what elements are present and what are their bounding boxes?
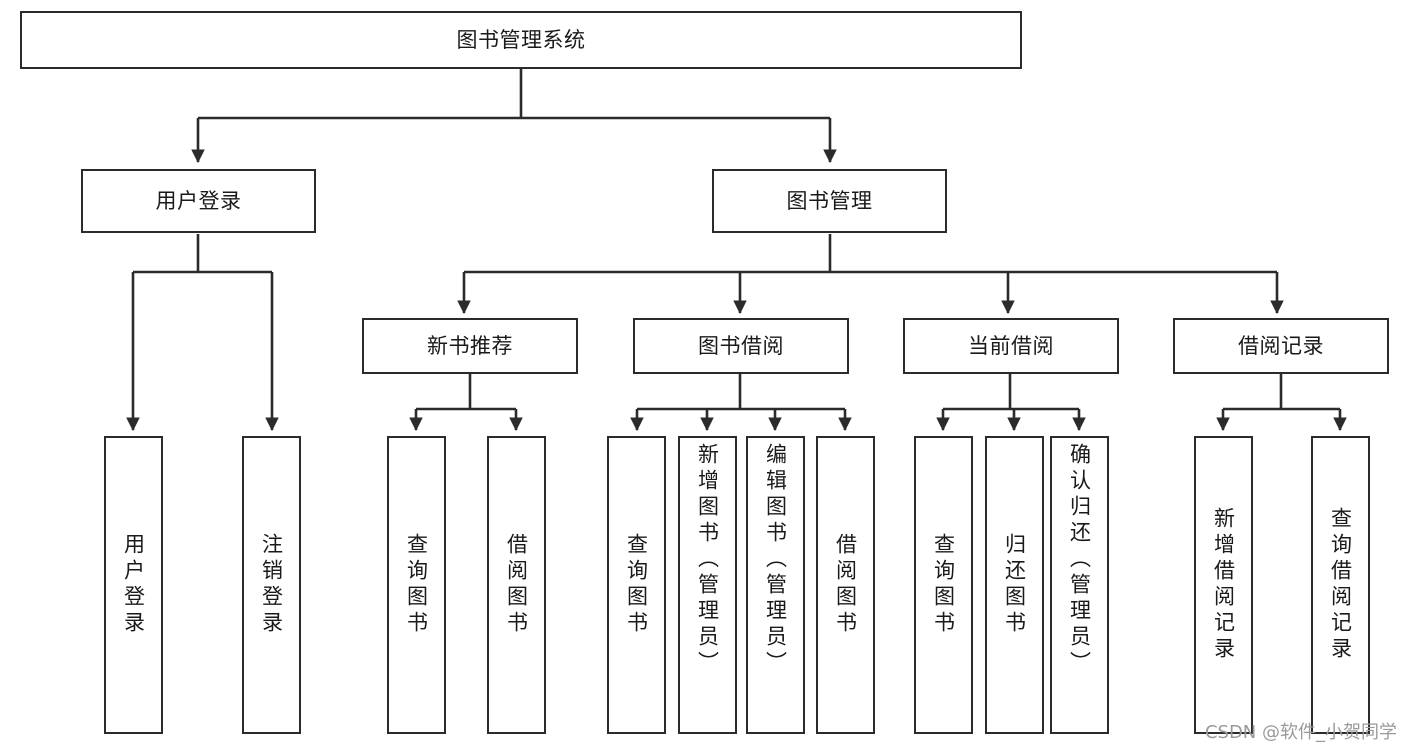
node-leaf-query-record-label: 查询借阅记录 [1328,507,1353,663]
node-leaf-return-book[interactable]: 归还图书 [985,436,1044,734]
node-root[interactable]: 图书管理系统 [20,11,1022,69]
node-book-manage[interactable]: 图书管理 [712,169,947,233]
node-leaf-query-record[interactable]: 查询借阅记录 [1311,436,1370,734]
node-new-book-rec-label: 新书推荐 [427,333,513,358]
node-leaf-query-book-3-label: 查询图书 [931,533,956,637]
node-borrow-record[interactable]: 借阅记录 [1173,318,1389,374]
node-leaf-query-book-2-label: 查询图书 [624,533,649,637]
node-user-login[interactable]: 用户登录 [81,169,316,233]
node-borrow-record-label: 借阅记录 [1238,333,1324,358]
node-leaf-add-record[interactable]: 新增借阅记录 [1194,436,1253,734]
node-leaf-query-book-2[interactable]: 查询图书 [607,436,666,734]
node-user-login-label: 用户登录 [155,188,242,213]
node-leaf-borrow-book-2-label: 借阅图书 [833,533,858,637]
node-leaf-logout-login[interactable]: 注销登录 [242,436,301,734]
node-book-manage-label: 图书管理 [786,188,873,213]
node-leaf-query-book-1[interactable]: 查询图书 [387,436,446,734]
node-leaf-add-book[interactable]: 新增图书（管理员） [678,436,737,734]
node-current-borrow[interactable]: 当前借阅 [903,318,1119,374]
node-book-borrow[interactable]: 图书借阅 [633,318,849,374]
node-leaf-edit-book-label: 编辑图书（管理员） [763,443,788,677]
csdn-watermark: CSDN @软件_小贺同学 [1204,722,1397,743]
node-leaf-borrow-book-2[interactable]: 借阅图书 [816,436,875,734]
node-root-label: 图书管理系统 [456,27,586,52]
node-leaf-user-login-label: 用户登录 [121,533,146,637]
node-leaf-return-book-label: 归还图书 [1002,533,1027,637]
node-leaf-query-book-1-label: 查询图书 [404,533,429,637]
node-leaf-borrow-book-1-label: 借阅图书 [504,533,529,637]
node-leaf-add-record-label: 新增借阅记录 [1211,507,1236,663]
node-new-book-rec[interactable]: 新书推荐 [362,318,578,374]
node-leaf-user-login[interactable]: 用户登录 [104,436,163,734]
node-leaf-edit-book[interactable]: 编辑图书（管理员） [746,436,805,734]
node-leaf-logout-login-label: 注销登录 [259,533,284,637]
node-book-borrow-label: 图书借阅 [698,333,784,358]
node-leaf-borrow-book-1[interactable]: 借阅图书 [487,436,546,734]
node-leaf-add-book-label: 新增图书（管理员） [695,443,720,677]
node-leaf-confirm-return[interactable]: 确认归还（管理员） [1050,436,1109,734]
node-leaf-query-book-3[interactable]: 查询图书 [914,436,973,734]
node-current-borrow-label: 当前借阅 [968,333,1054,358]
node-leaf-confirm-return-label: 确认归还（管理员） [1067,443,1092,677]
